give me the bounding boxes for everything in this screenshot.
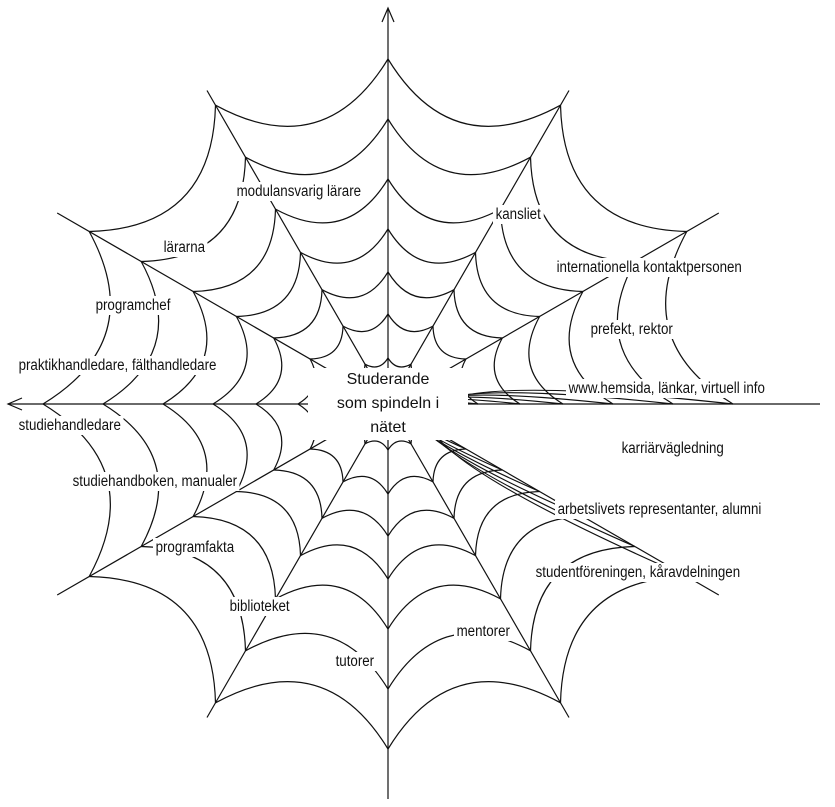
center-label: Studerande som spindeln i nätet (308, 368, 468, 440)
label-studiehandboken: studiehandboken, manualer (70, 472, 240, 491)
center-label-line2: som spindeln i (308, 392, 468, 416)
label-arbetslivets-representanter: arbetslivets representanter, alumni (555, 500, 764, 519)
label-lararna: lärarna (161, 238, 208, 257)
label-tutorer: tutorer (333, 652, 377, 671)
label-kansliet: kansliet (493, 205, 543, 224)
web-spoke (388, 91, 569, 405)
label-internationella-kontaktpersonen: internationella kontaktpersonen (554, 258, 744, 277)
label-praktikhandledare: praktikhandledare, fälthandledare (16, 356, 219, 375)
axis-arrowheads (8, 8, 394, 410)
label-prefekt-rektor: prefekt, rektor (588, 320, 675, 339)
label-programfakta: programfakta (153, 538, 237, 557)
label-mentorer: mentorer (454, 622, 513, 641)
label-biblioteket: biblioteket (227, 597, 292, 616)
label-hemsida: www.hemsida, länkar, virtuell info (566, 379, 767, 398)
center-label-line3: nätet (308, 416, 468, 440)
label-studentforeningen: studentföreningen, kåravdelningen (533, 563, 743, 582)
web-spoke (388, 404, 569, 718)
label-studiehandledare: studiehandledare (16, 416, 123, 435)
web-spoke (207, 91, 388, 405)
label-modulansvarig-larare: modulansvarig lärare (234, 182, 364, 201)
label-programchef: programchef (93, 296, 173, 315)
center-label-line1: Studerande (308, 368, 468, 392)
label-karriarvagledning: karriärvägledning (619, 439, 726, 458)
